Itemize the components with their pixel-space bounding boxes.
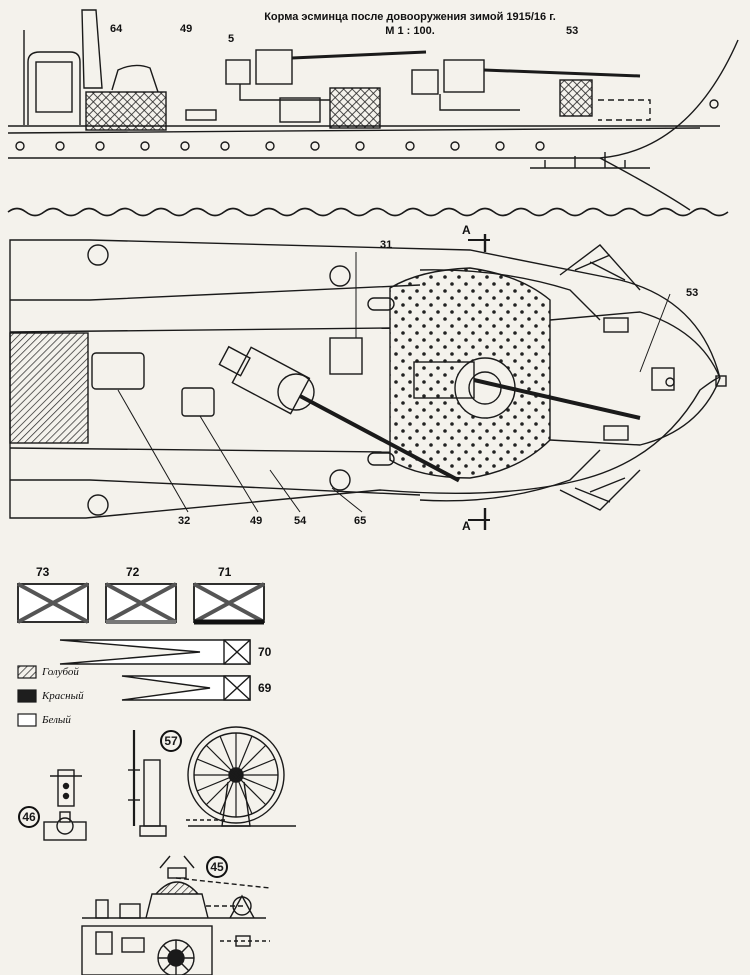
detail-45 xyxy=(81,855,271,975)
side-view xyxy=(7,9,739,211)
legend-red: Красный xyxy=(42,690,84,702)
callout-31: 31 xyxy=(380,239,393,251)
flag-label-72: 72 xyxy=(126,565,140,579)
callout-65: 65 xyxy=(354,515,367,527)
callout-53-side: 53 xyxy=(566,25,579,37)
flag-73 xyxy=(17,582,89,624)
legend-swatches xyxy=(17,665,37,727)
title-line-2: М 1 : 100. xyxy=(385,25,435,37)
flag-label-73: 73 xyxy=(36,565,50,579)
callout-53-plan: 53 xyxy=(686,287,699,299)
detail-46 xyxy=(43,769,87,841)
legend-white: Белый xyxy=(42,714,71,726)
detail-label-57: 57 xyxy=(160,730,182,752)
plan-view xyxy=(9,234,727,530)
pennants xyxy=(59,639,251,701)
flag-72 xyxy=(105,582,177,624)
callout-49-side: 49 xyxy=(180,23,193,35)
callout-64: 64 xyxy=(110,23,123,35)
pennant-label-70: 70 xyxy=(258,645,272,659)
waterline xyxy=(7,207,729,217)
flag-71 xyxy=(193,582,265,625)
section-mark-bottom: А xyxy=(462,519,471,533)
detail-label-45: 45 xyxy=(206,856,228,878)
pennant-70 xyxy=(59,639,251,665)
legend-blue: Голубой xyxy=(42,666,79,678)
callout-54: 54 xyxy=(294,515,307,527)
flags xyxy=(17,582,265,625)
callout-49-plan: 49 xyxy=(250,515,263,527)
title-line-1: Корма эсминца после довооружения зимой 1… xyxy=(264,11,556,23)
callout-5: 5 xyxy=(228,33,235,45)
callout-32: 32 xyxy=(178,515,191,527)
pennant-label-69: 69 xyxy=(258,681,272,695)
flag-label-71: 71 xyxy=(218,565,232,579)
drawing-title: Корма эсминца после довооружения зимой 1… xyxy=(250,10,570,38)
section-mark-top: А xyxy=(462,223,471,237)
pennant-69 xyxy=(121,675,251,701)
detail-label-46: 46 xyxy=(18,806,40,828)
detail-57 xyxy=(128,726,296,837)
